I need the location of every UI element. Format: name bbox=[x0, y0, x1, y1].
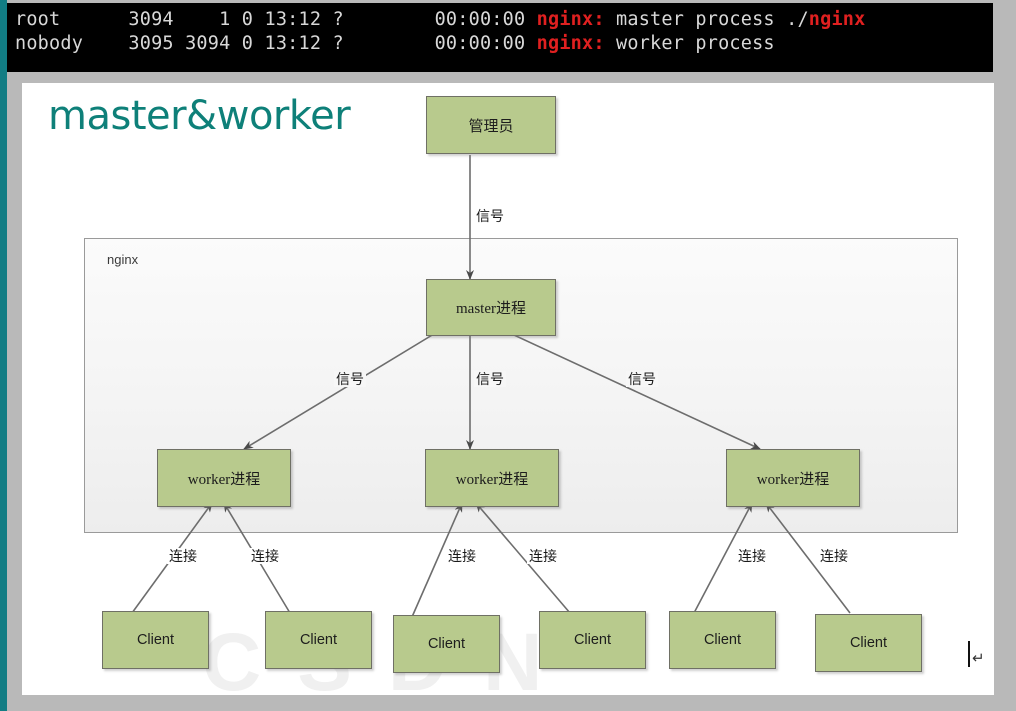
terminal-tty: ? bbox=[332, 33, 344, 54]
terminal-time: 00:00:00 bbox=[434, 33, 526, 54]
edge-label-connection-3: 连接 bbox=[446, 548, 478, 564]
node-client-2[interactable]: Client bbox=[265, 611, 372, 669]
node-client-3-label: Client bbox=[427, 636, 466, 652]
terminal-spacer bbox=[344, 33, 435, 54]
terminal-ppid: 3094 bbox=[185, 33, 231, 54]
edge-label-signal-admin-master: 信号 bbox=[474, 208, 506, 224]
terminal-row: root 3094 1 0 13:12 ? 00:00:00 nginx: ma… bbox=[15, 8, 993, 32]
node-master-process-label: master进程 bbox=[456, 301, 526, 317]
edge-label-signal-worker-1: 信号 bbox=[334, 371, 366, 387]
node-client-3[interactable]: Client bbox=[393, 615, 500, 673]
terminal-cmd-highlight: nginx: bbox=[536, 9, 605, 30]
edge-label-connection-5: 连接 bbox=[736, 548, 768, 564]
edge-label-signal-worker-2: 信号 bbox=[474, 371, 506, 387]
node-worker-process-1[interactable]: worker进程 bbox=[157, 449, 291, 507]
terminal-user: nobody bbox=[15, 33, 84, 54]
node-client-6-label: Client bbox=[849, 635, 888, 651]
node-client-4-label: Client bbox=[573, 632, 612, 648]
terminal-spacer bbox=[174, 33, 185, 54]
terminal-spacer bbox=[174, 9, 219, 30]
text-caret bbox=[968, 641, 970, 667]
slide-page: CSDN master&worker nginx bbox=[22, 83, 994, 695]
terminal-c: 0 bbox=[241, 9, 254, 30]
terminal-output[interactable]: root 3094 1 0 13:12 ? 00:00:00 nginx: ma… bbox=[7, 3, 993, 72]
document-accent-bar bbox=[0, 75, 7, 711]
terminal-spacer bbox=[60, 9, 128, 30]
node-worker-process-2[interactable]: worker进程 bbox=[425, 449, 559, 507]
terminal-spacer bbox=[321, 33, 332, 54]
edge-label-connection-1: 连接 bbox=[167, 548, 199, 564]
terminal-spacer bbox=[230, 33, 241, 54]
node-worker-process-3-label: worker进程 bbox=[756, 471, 830, 488]
terminal-pid: 3094 bbox=[128, 9, 174, 30]
terminal-spacer bbox=[253, 9, 264, 30]
node-client-5-label: Client bbox=[703, 632, 742, 648]
terminal-window: root 3094 1 0 13:12 ? 00:00:00 nginx: ma… bbox=[0, 0, 1016, 75]
terminal-spacer bbox=[321, 9, 332, 30]
terminal-cmd-highlight: nginx: bbox=[536, 33, 605, 54]
terminal-user: root bbox=[15, 9, 61, 30]
terminal-time: 00:00:00 bbox=[434, 9, 526, 30]
terminal-spacer bbox=[83, 33, 128, 54]
terminal-cmd-slash: / bbox=[797, 9, 809, 30]
node-worker-process-2-label: worker进程 bbox=[455, 471, 529, 488]
edge-label-connection-4: 连接 bbox=[527, 548, 559, 564]
node-master-process[interactable]: master进程 bbox=[426, 279, 556, 336]
terminal-tty: ? bbox=[332, 9, 344, 30]
edge-label-connection-2: 连接 bbox=[249, 548, 281, 564]
terminal-spacer bbox=[525, 33, 536, 54]
terminal-cmd: worker process bbox=[604, 33, 775, 54]
terminal-c: 0 bbox=[241, 33, 254, 54]
document-viewport: CSDN master&worker nginx bbox=[0, 75, 1016, 711]
edge-label-signal-worker-3: 信号 bbox=[626, 371, 658, 387]
terminal-cmd-path: . bbox=[786, 9, 798, 30]
node-admin-label: 管理员 bbox=[468, 118, 514, 135]
node-client-4[interactable]: Client bbox=[539, 611, 646, 669]
node-client-1[interactable]: Client bbox=[102, 611, 209, 669]
node-client-1-label: Client bbox=[136, 632, 175, 648]
terminal-cmd: master process bbox=[604, 9, 787, 30]
terminal-row-partial-bottom bbox=[15, 56, 993, 72]
node-client-5[interactable]: Client bbox=[669, 611, 776, 669]
terminal-spacer bbox=[230, 9, 241, 30]
terminal-row: nobody 3095 3094 0 13:12 ? 00:00:00 ngin… bbox=[15, 32, 993, 56]
terminal-pid: 3095 bbox=[128, 33, 174, 54]
terminal-stime: 13:12 bbox=[264, 33, 322, 54]
terminal-cmd-binary: nginx bbox=[808, 9, 866, 30]
node-client-6[interactable]: Client bbox=[815, 614, 922, 672]
node-admin[interactable]: 管理员 bbox=[426, 96, 556, 154]
edge-label-connection-6: 连接 bbox=[818, 548, 850, 564]
terminal-spacer bbox=[253, 33, 264, 54]
page-title: master&worker bbox=[48, 93, 351, 139]
terminal-stime: 13:12 bbox=[264, 9, 322, 30]
terminal-spacer bbox=[525, 9, 536, 30]
nginx-container-label: nginx bbox=[107, 252, 139, 267]
terminal-spacer bbox=[344, 9, 435, 30]
terminal-accent-bar bbox=[0, 0, 7, 75]
node-worker-process-3[interactable]: worker进程 bbox=[726, 449, 860, 507]
terminal-ppid: 1 bbox=[219, 9, 231, 30]
paragraph-mark-icon: ↵ bbox=[972, 650, 985, 667]
node-worker-process-1-label: worker进程 bbox=[187, 471, 261, 488]
node-client-2-label: Client bbox=[299, 632, 338, 648]
